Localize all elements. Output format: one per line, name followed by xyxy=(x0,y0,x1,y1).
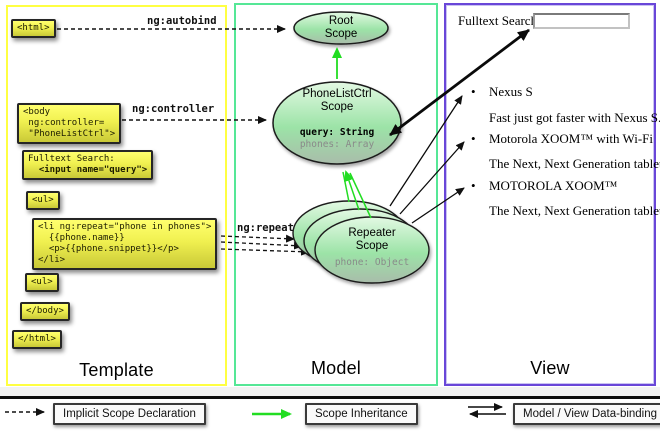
bullet-icon: • xyxy=(471,131,476,146)
view-item-desc: Fast just got faster with Nexus S. xyxy=(489,110,660,125)
view-item-desc: The Next, Next Generation tablet. xyxy=(489,203,660,218)
code-li-repeat: <li ng:repeat="phone in phones"> {{phone… xyxy=(32,218,218,270)
view-item-name: Nexus S xyxy=(489,84,533,99)
view-item-name: MOTOROLA XOOM™ xyxy=(489,178,618,193)
phones-array-prop: phones: Array xyxy=(299,139,375,150)
bullet-icon: • xyxy=(471,178,476,193)
fulltext-search-label: Fulltext Search: xyxy=(458,13,541,28)
inheritance-arrow-repeater-1 xyxy=(342,171,350,203)
query-string-prop: query: String xyxy=(299,127,375,138)
legend-model-view-databinding: Model / View Data-binding xyxy=(513,403,660,425)
repeater-scope-ellipse-front xyxy=(314,216,430,284)
repeater-view-arrow-3 xyxy=(411,187,465,224)
ng-repeat-arrow-3 xyxy=(220,247,310,256)
model-panel-title: Model xyxy=(310,358,362,378)
ng-controller-label: ng:controller xyxy=(132,103,215,115)
root-scope-label: Root Scope xyxy=(324,15,358,40)
code-html-open: <html> xyxy=(11,19,56,38)
legend-separator xyxy=(0,396,660,399)
code-ul-close: <ul> xyxy=(25,273,59,292)
template-panel-title: Template xyxy=(79,360,154,380)
inheritance-arrow-repeater-2 xyxy=(344,170,360,211)
bullet-icon: • xyxy=(471,84,476,99)
view-item-name: Motorola XOOM™ with Wi-Fi xyxy=(489,131,654,146)
legend-scope-inheritance: Scope Inheritance xyxy=(305,403,418,425)
code-html-close: </html> xyxy=(12,330,62,349)
repeater-scope-label: Repeater Scope xyxy=(348,227,396,252)
view-item-desc: The Next, Next Generation tablet. xyxy=(489,156,660,171)
repeater-view-arrow-2 xyxy=(399,141,465,215)
ng-autobind-label: ng:autobind xyxy=(147,15,217,27)
legend-implicit-scope-declaration: Implicit Scope Declaration xyxy=(53,403,206,425)
ng-repeat-arrow-1 xyxy=(220,234,295,243)
phone-object-prop: phone: Object xyxy=(334,257,410,268)
code-fulltext-line1: Fulltext Search: xyxy=(28,154,115,164)
root-scope-ellipse xyxy=(293,11,389,45)
query-input-databinding-arrow xyxy=(389,28,530,137)
fulltext-search-input[interactable] xyxy=(533,13,630,29)
inheritance-arrow-repeater-3 xyxy=(349,172,372,219)
repeater-view-arrow-1 xyxy=(389,95,463,207)
view-panel-title: View xyxy=(530,358,570,378)
phonelistctrl-scope-label: PhoneListCtrl Scope xyxy=(302,88,372,113)
code-ul-open: <ul> xyxy=(26,191,60,210)
code-body-open: <body ng:controller= "PhoneListCtrl"> xyxy=(17,103,122,144)
ng-repeat-arrow-2 xyxy=(220,241,303,250)
code-fulltext-line2: <input name="query"> xyxy=(28,165,148,175)
code-body-close: </body> xyxy=(20,302,70,321)
code-fulltext-input: Fulltext Search: <input name="query"> xyxy=(22,150,154,180)
bottom-strip xyxy=(0,387,660,396)
ng-repeat-label: ng:repeat xyxy=(237,222,294,234)
